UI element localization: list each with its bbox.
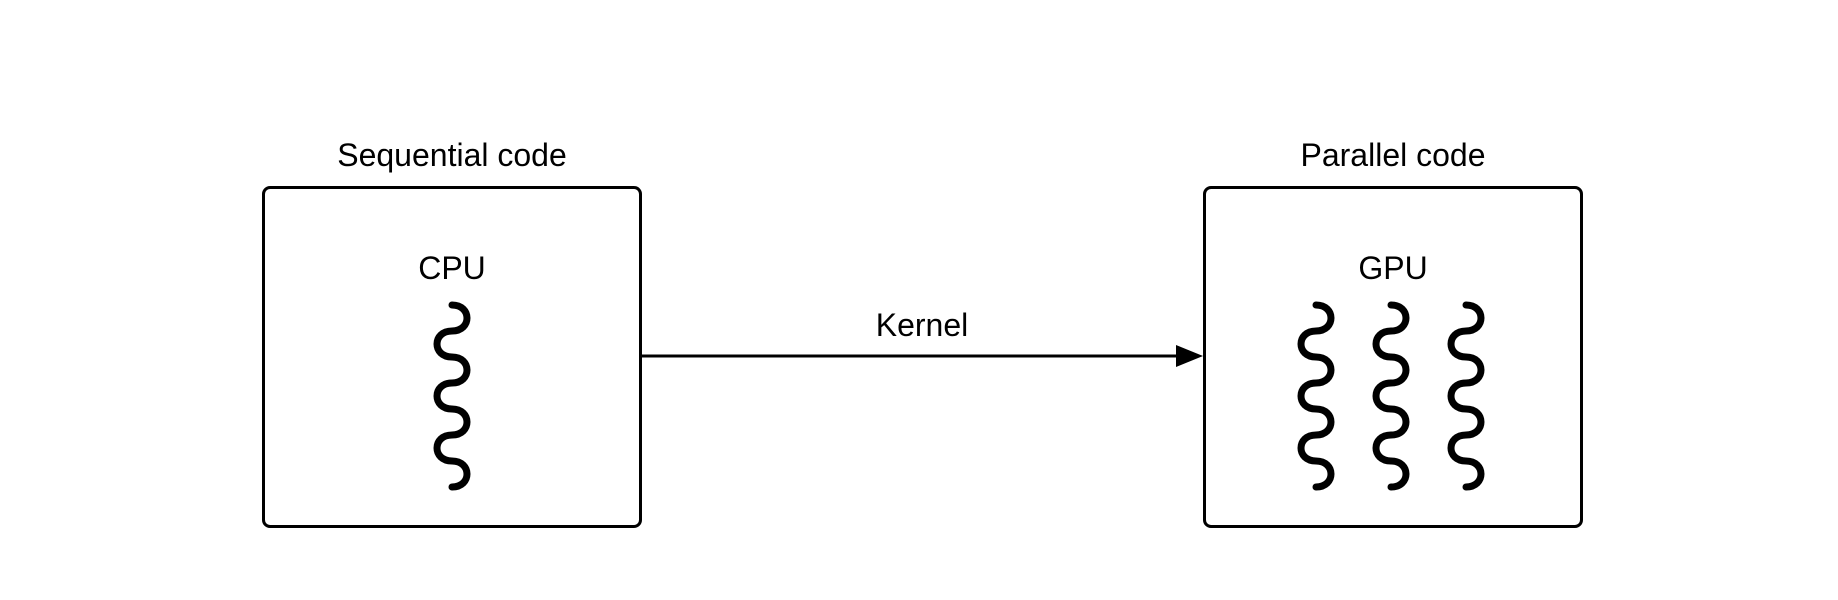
kernel-label: Kernel: [875, 307, 969, 343]
gpu-label: GPU: [1358, 250, 1428, 286]
cpu-thread-icon: [437, 305, 467, 487]
gpu-thread-icon: [1451, 305, 1481, 487]
gpu-thread-icon: [1301, 305, 1331, 487]
sequential-code-title: Sequential code: [337, 137, 567, 173]
kernel-arrow: [642, 345, 1203, 367]
parallel-code-title: Parallel code: [1300, 137, 1486, 173]
cpu-label: CPU: [418, 250, 486, 286]
gpu-thread-icon: [1376, 305, 1406, 487]
